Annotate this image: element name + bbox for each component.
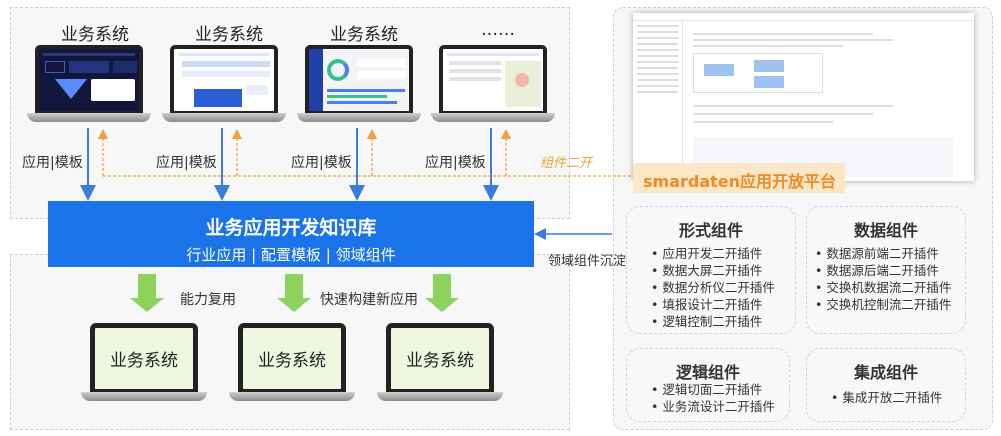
bottom-laptop-3: 业务系统 bbox=[377, 323, 503, 401]
form-components-title: 形式组件 bbox=[678, 221, 743, 240]
list-item: 数据源前端二开插件 bbox=[815, 245, 951, 262]
reuse-label-right: 快速构建新应用 bbox=[320, 292, 418, 308]
list-item: 逻辑控制二开插件 bbox=[651, 313, 775, 330]
secondary-dev-label: 组件二开 bbox=[540, 156, 593, 171]
knowledge-base-subtitle: 行业应用 | 配置模板 | 领域组件 bbox=[186, 246, 396, 264]
reuse-label-left: 能力复用 bbox=[180, 292, 236, 308]
domain-sediment-label: 领域组件沉淀 bbox=[548, 254, 627, 269]
top-laptop-2 bbox=[162, 45, 286, 122]
platform-name-suffix: 应用开放平台 bbox=[740, 172, 837, 191]
list-item: 填报设计二开插件 bbox=[651, 296, 775, 313]
integration-components-title: 集成组件 bbox=[853, 363, 918, 382]
app-template-label-4: 应用|模板 bbox=[425, 155, 486, 171]
list-item: 逻辑切面二开插件 bbox=[651, 381, 775, 398]
platform-brand: smardaten bbox=[643, 172, 741, 191]
logic-components-card: 逻辑组件 逻辑切面二开插件 业务流设计二开插件 bbox=[626, 348, 790, 422]
bottom-system-label-3: 业务系统 bbox=[386, 323, 494, 392]
top-system-title-3: 业务系统 bbox=[330, 25, 398, 45]
top-laptop-1 bbox=[27, 45, 151, 122]
app-template-label-1: 应用|模板 bbox=[22, 155, 83, 171]
integration-components-list: 集成开放二开插件 bbox=[831, 389, 942, 406]
data-components-title: 数据组件 bbox=[853, 221, 918, 240]
list-item: 数据大屏二开插件 bbox=[651, 262, 775, 279]
bottom-system-label-1: 业务系统 bbox=[90, 323, 198, 392]
top-system-title-4: …… bbox=[481, 20, 515, 40]
logic-components-list: 逻辑切面二开插件 业务流设计二开插件 bbox=[651, 381, 775, 415]
app-template-label-2: 应用|模板 bbox=[156, 155, 217, 171]
list-item: 集成开放二开插件 bbox=[831, 389, 942, 406]
knowledge-base-bar: 业务应用开发知识库 行业应用 | 配置模板 | 领域组件 bbox=[48, 201, 534, 267]
list-item: 业务流设计二开插件 bbox=[651, 398, 775, 415]
list-item: 交换机控制流二开插件 bbox=[815, 296, 951, 313]
list-item: 应用开发二开插件 bbox=[651, 245, 775, 262]
list-item: 交换机数据流二开插件 bbox=[815, 279, 951, 296]
bottom-system-label-2: 业务系统 bbox=[238, 323, 346, 392]
top-laptop-3 bbox=[297, 45, 421, 122]
green-arrow-1 bbox=[130, 274, 164, 312]
platform-screenshot bbox=[633, 13, 974, 181]
form-components-card: 形式组件 应用开发二开插件 数据大屏二开插件 数据分析仪二开插件 填报设计二开插… bbox=[626, 206, 796, 334]
integration-components-card: 集成组件 集成开放二开插件 bbox=[806, 348, 966, 422]
list-item: 数据分析仪二开插件 bbox=[651, 279, 775, 296]
form-components-list: 应用开发二开插件 数据大屏二开插件 数据分析仪二开插件 填报设计二开插件 逻辑控… bbox=[651, 245, 775, 330]
data-components-card: 数据组件 数据源前端二开插件 数据源后端二开插件 交换机数据流二开插件 交换机控… bbox=[806, 206, 966, 334]
bottom-laptop-1: 业务系统 bbox=[81, 323, 207, 401]
knowledge-base-title: 业务应用开发知识库 bbox=[205, 217, 377, 239]
bottom-laptop-2: 业务系统 bbox=[229, 323, 355, 401]
green-arrow-3 bbox=[425, 274, 459, 312]
logic-components-title: 逻辑组件 bbox=[675, 363, 740, 382]
green-arrow-2 bbox=[277, 274, 311, 312]
list-item: 数据源后端二开插件 bbox=[815, 262, 951, 279]
top-system-title-1: 业务系统 bbox=[61, 25, 129, 45]
top-system-title-2: 业务系统 bbox=[195, 25, 263, 45]
top-laptop-4 bbox=[431, 45, 555, 122]
platform-name-badge: smardaten应用开放平台 bbox=[633, 163, 845, 193]
data-components-list: 数据源前端二开插件 数据源后端二开插件 交换机数据流二开插件 交换机控制流二开插… bbox=[815, 245, 951, 313]
app-template-label-3: 应用|模板 bbox=[291, 155, 352, 171]
